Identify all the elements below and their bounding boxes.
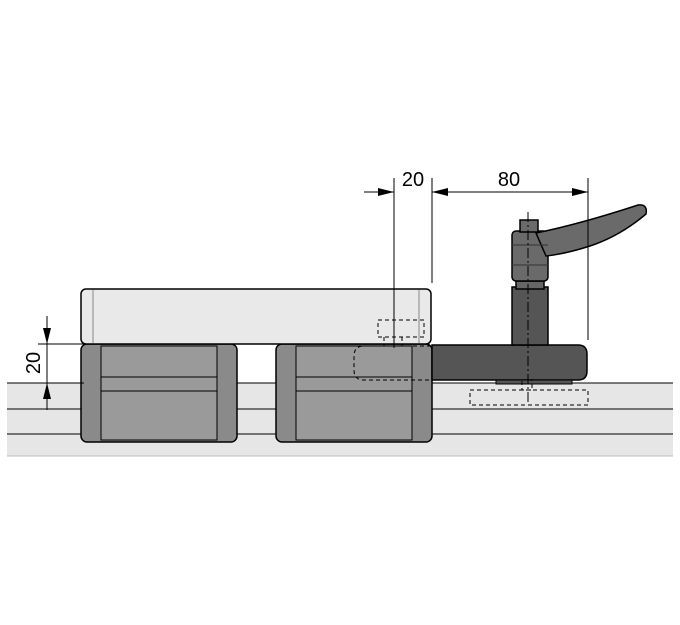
- dimension-text-20-horizontal: 20: [402, 169, 424, 191]
- clamp-collar: [515, 280, 545, 290]
- clamp-knob-top: [519, 219, 539, 233]
- clamp-stem: [511, 286, 549, 346]
- clamp-base-foot: [495, 379, 573, 385]
- carriage-right-inner: [295, 345, 413, 441]
- dimension-text-20-vertical: 20: [23, 352, 45, 374]
- dimension-horizontal: 20 80: [364, 169, 589, 348]
- clamp-handle: [534, 204, 648, 257]
- clamp-base-body: [431, 344, 588, 381]
- clamp-base: [431, 344, 588, 385]
- top-plate-body: [80, 288, 432, 345]
- hidden-lines: [353, 319, 589, 406]
- carriage-left-inner: [100, 345, 218, 441]
- clamp-lever-assembly: [511, 204, 648, 405]
- arrow-20-right: [378, 188, 394, 196]
- hidden-pin-head: [377, 319, 425, 338]
- arrow-80-left: [432, 188, 448, 196]
- v-arrow-top: [43, 328, 51, 344]
- dimension-text-80: 80: [498, 169, 520, 191]
- hidden-slot-carriage: [353, 345, 433, 381]
- top-plate: [80, 288, 432, 345]
- carriage-left: [80, 343, 238, 443]
- v-arrow-bottom: [43, 383, 51, 399]
- dimension-vertical: 20: [23, 316, 84, 410]
- carriage-right: [275, 343, 433, 443]
- arrow-80-right: [572, 188, 588, 196]
- hidden-bolt-small: [521, 379, 533, 391]
